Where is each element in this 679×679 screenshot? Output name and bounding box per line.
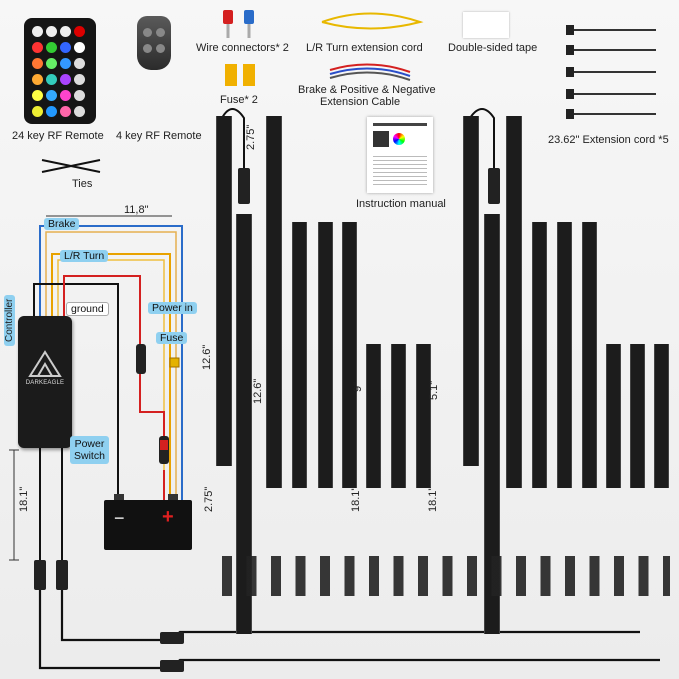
led-strip — [582, 222, 597, 488]
remote24-label: 24 key RF Remote — [12, 130, 104, 142]
lr-turn-extension-label: L/R Turn extension cord — [306, 42, 423, 54]
power-switch-tag-line2: Switch — [74, 450, 105, 462]
fuse-label: Fuse* 2 — [220, 94, 258, 106]
fuse-holder — [136, 344, 146, 374]
brake-wire-2 — [45, 231, 177, 520]
lr-turn-extension-icon — [321, 12, 424, 30]
led-strip — [236, 214, 252, 634]
dim-9: 9" — [352, 381, 364, 392]
led-strip — [216, 116, 232, 466]
instruction-manual-icon — [367, 117, 433, 193]
lr-turn-tag: L/R Turn — [60, 250, 109, 262]
controller-tag: Controller — [4, 294, 15, 346]
rf-remote-4key-icon — [137, 16, 171, 70]
lr-turn-wire-2 — [57, 259, 165, 520]
ground-wire — [33, 283, 119, 500]
wire-connectors-label: Wire connectors* 2 — [196, 42, 289, 54]
led-strip — [506, 116, 522, 488]
led-strip — [366, 344, 381, 488]
led-strip — [630, 344, 645, 488]
double-sided-tape-icon — [463, 12, 509, 38]
ground-tag: ground — [66, 302, 109, 316]
led-strip — [532, 222, 547, 488]
lr-turn-wire — [51, 253, 171, 520]
battery-minus: − — [114, 508, 125, 528]
led-strip — [342, 222, 357, 488]
led-strip — [318, 222, 333, 488]
dim-5-1: 5.1" — [428, 380, 440, 400]
dim-18-1-a: 18.1" — [18, 486, 30, 512]
battery-plus: + — [162, 506, 174, 528]
power-in-tag: Power in — [148, 302, 197, 314]
dim-18-1-c: 18.1" — [427, 486, 439, 512]
brake-wire — [39, 225, 183, 520]
brake-cable-label-2: Extension Cable — [320, 96, 401, 108]
manual-label: Instruction manual — [356, 198, 446, 210]
led-strip — [391, 344, 406, 488]
battery-icon: − + — [104, 494, 192, 550]
led-strip — [606, 344, 621, 488]
remote4-label: 4 key RF Remote — [116, 130, 202, 142]
dim-12-6-a: 12.6" — [201, 344, 213, 370]
bus-wire-b — [60, 590, 640, 642]
led-strip — [463, 116, 479, 466]
dim-12-6-b: 12.6" — [252, 378, 264, 404]
dim-11-8: 11,8" — [124, 204, 149, 216]
dim-2-75-top: 2.75" — [245, 124, 257, 150]
led-strip — [484, 214, 500, 634]
controller-box: DARKEAGLE — [18, 316, 72, 448]
brand-logo-icon — [28, 350, 62, 377]
tape-label: Double-sided tape — [448, 42, 538, 54]
extension-cord-label: 23.62" Extension cord *5 — [548, 134, 669, 146]
dim-2-75-bottom: 2.75" — [203, 486, 215, 512]
bus-wire-a — [38, 590, 660, 670]
dim-18-1-b: 18.1" — [350, 486, 362, 512]
brake-tag: Brake — [44, 218, 80, 230]
strip-connectors — [214, 556, 670, 596]
led-strip — [266, 116, 282, 488]
brake-cable-label-1: Brake & Positive & Negative — [298, 84, 436, 96]
led-strip — [416, 344, 431, 488]
fuse-icon — [169, 357, 180, 368]
rf-remote-24key-icon — [24, 18, 96, 124]
power-switch-tag: Power Switch — [70, 436, 109, 464]
brand-name: DARKEAGLE — [25, 380, 65, 386]
led-strip — [292, 222, 307, 488]
fuse-tag: Fuse — [156, 332, 188, 344]
power-switch-tag-line1: Power — [74, 438, 105, 450]
ties-label: Ties — [72, 178, 93, 190]
led-strip — [654, 344, 669, 488]
led-strip — [557, 222, 572, 488]
